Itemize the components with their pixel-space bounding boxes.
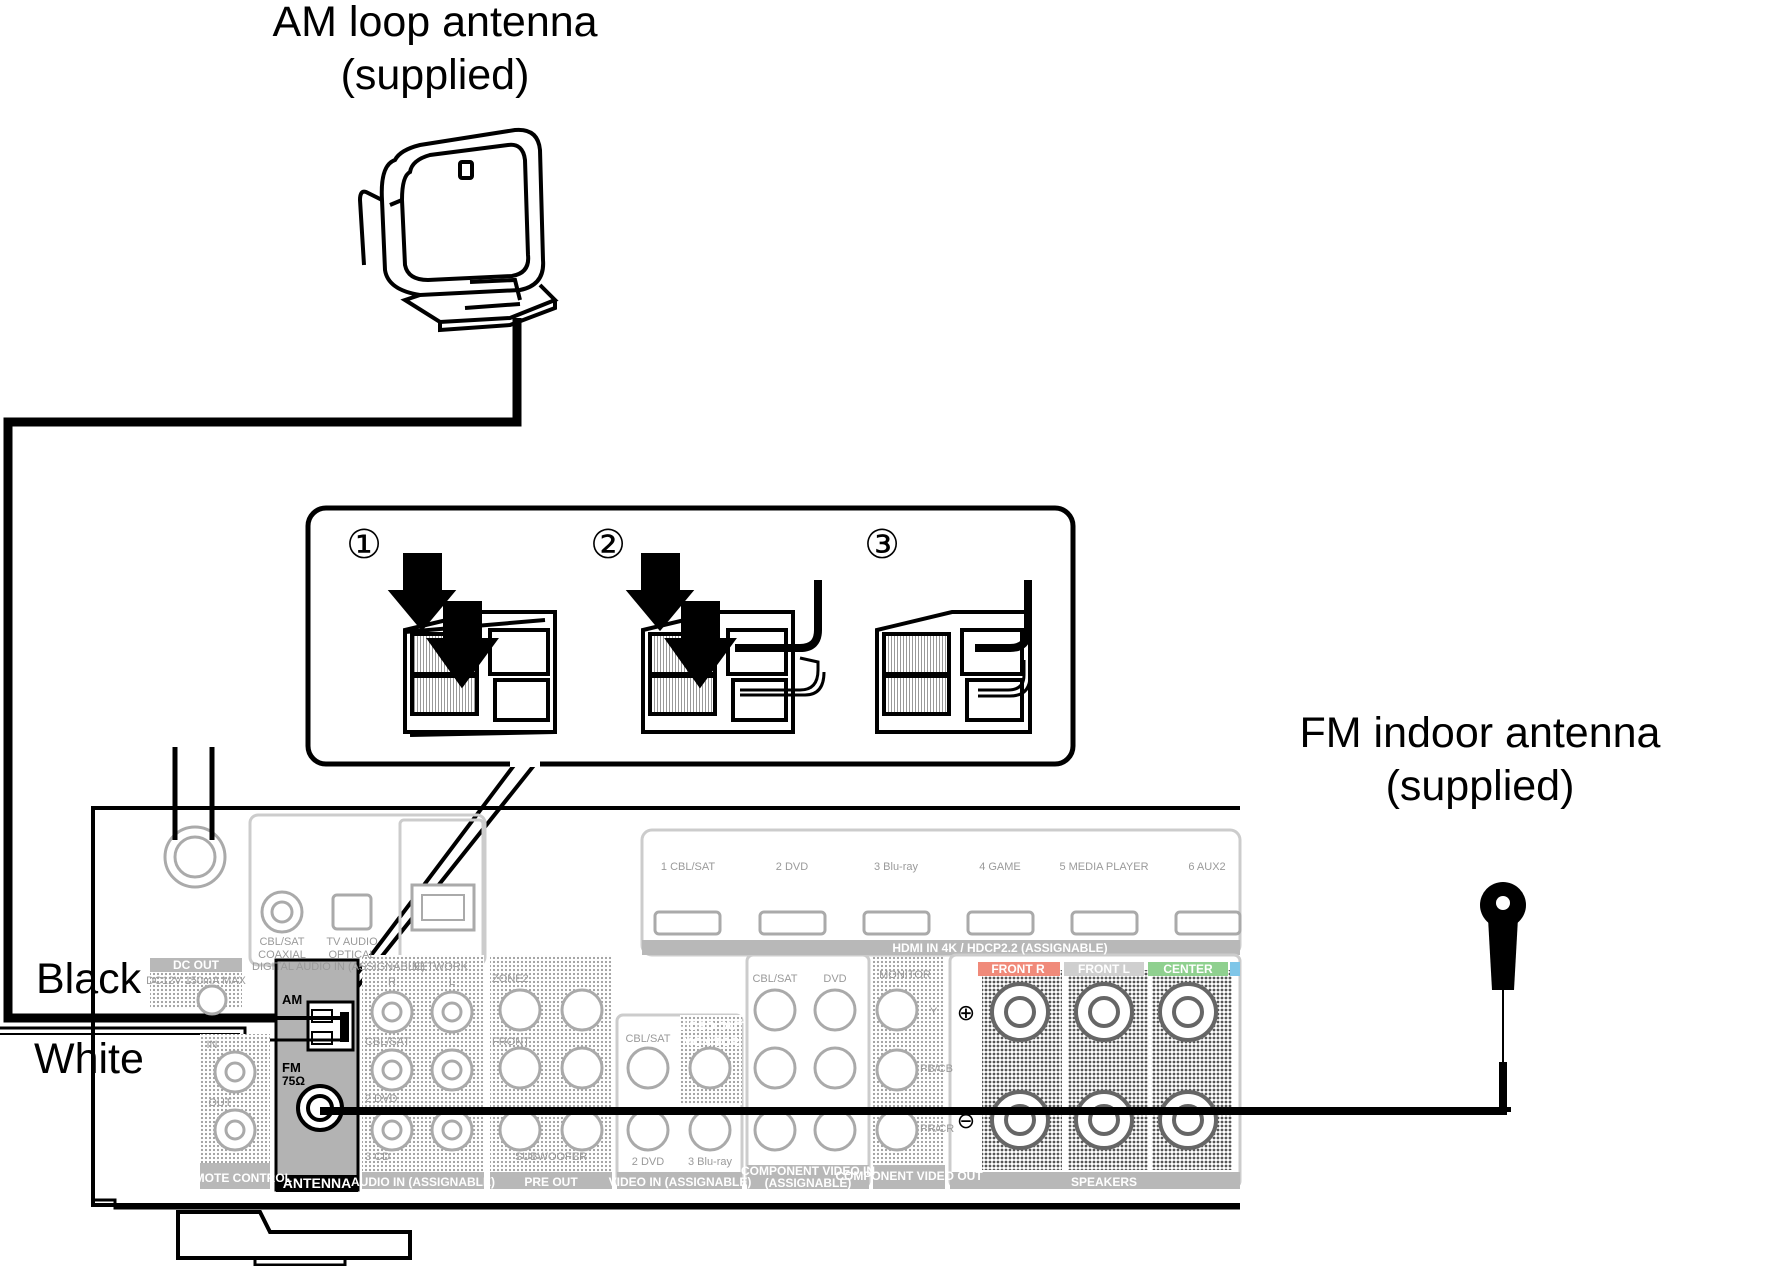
terminal-step-2 <box>625 553 826 734</box>
front-l-speaker-tag <box>1064 962 1144 976</box>
audio-r-label: R <box>388 976 396 988</box>
dc-spec-label: DC12V 150mA MAX <box>146 975 246 987</box>
fm-terminal-label: FM <box>282 1060 301 1075</box>
component-dvd-label: DVD <box>823 973 846 985</box>
antenna-section-label: ANTENNA <box>283 1175 351 1191</box>
audio-cbl-label: CBL/SAT <box>365 1036 410 1048</box>
svg-text:⊕: ⊕ <box>957 1000 975 1025</box>
optical-label: OPTICAL <box>328 949 375 961</box>
fm-antenna-cable <box>320 1107 1511 1115</box>
component-video-in-label: COMPONENT VIDEO IN <box>741 1164 875 1178</box>
video-monitor-label: MONITOR <box>683 1035 740 1049</box>
am-antenna-label: AM loop antenna <box>272 0 597 46</box>
component-y-label: Y <box>930 1006 938 1018</box>
am-loop-antenna <box>357 127 559 333</box>
hdmi-input-3-label: 3 Blu-ray <box>874 861 919 873</box>
terminal-step-3 <box>875 580 1032 734</box>
surround-speaker-tag <box>1230 962 1240 976</box>
am-terminal-label: AM <box>282 992 302 1007</box>
subwoofer-label: SUBWOOFER <box>515 1151 587 1163</box>
terminal-step-1 <box>387 553 557 737</box>
component-assignable-label: (ASSIGNABLE) <box>765 1176 852 1190</box>
hdmi-input-1-label: 1 CBL/SAT <box>661 861 715 873</box>
video-bluray-label: 3 Blu-ray <box>688 1156 733 1168</box>
am-antenna-cable <box>3 318 522 1023</box>
video-out-label: VIDEO OUT <box>678 1019 745 1033</box>
component-video-out-label: COMPONENT VIDEO OUT <box>835 1169 983 1183</box>
audio-dvd-label: 2 DVD <box>365 1093 397 1105</box>
network-label: NETWORK <box>412 961 469 973</box>
step-1-marker: ① <box>346 523 382 567</box>
hdmi-input-2-label: 2 DVD <box>776 861 808 873</box>
panel-labels: DC OUT DC12V 150mA MAX IN OUT REMOTE CON… <box>146 861 1225 1191</box>
center-label: CENTER <box>1163 962 1213 976</box>
zone2-label: ZONE2 <box>492 973 529 985</box>
front-r-label: FRONT R <box>991 962 1045 976</box>
center-speaker-tag <box>1148 962 1228 976</box>
hdmi-input-4-label: 4 GAME <box>979 861 1021 873</box>
fm-indoor-antenna <box>1480 882 1526 1112</box>
remote-out-label: OUT <box>208 1097 232 1109</box>
step-3-marker: ③ <box>864 523 900 567</box>
audio-cd-label: 3 CD <box>365 1151 390 1163</box>
component-monitor-label: MONITOR <box>879 969 931 981</box>
front-l-label: FRONT L <box>1078 962 1130 976</box>
audio-l-label: L <box>449 976 455 988</box>
pre-out-label: PRE OUT <box>524 1175 578 1189</box>
digital-audio-in-label: DIGITAL AUDIO IN (ASSIGNABLE) <box>252 961 425 973</box>
optical-source-label: TV AUDIO <box>326 936 378 948</box>
hdmi-input-5-label: 5 MEDIA PLAYER <box>1059 861 1148 873</box>
coaxial-source-label: CBL/SAT <box>259 936 304 948</box>
video-cbl-label: CBL/SAT <box>625 1033 670 1045</box>
step-2-marker: ② <box>590 523 626 567</box>
remote-in-label: IN <box>207 1039 218 1051</box>
fm-antenna-label: FM indoor antenna <box>1300 709 1661 757</box>
coaxial-label: COAXIAL <box>258 949 306 961</box>
front-r-speaker-tag <box>978 962 1060 976</box>
fm-antenna-supplied-label: (supplied) <box>1386 762 1575 810</box>
hdmi-in-label: HDMI IN 4K / HDCP2.2 (ASSIGNABLE) <box>892 941 1107 955</box>
component-pb-label: PB/CB <box>920 1063 953 1075</box>
video-dvd-label: 2 DVD <box>632 1156 664 1168</box>
component-cbl-label: CBL/SAT <box>752 973 797 985</box>
am-antenna-supplied-label: (supplied) <box>341 51 530 99</box>
component-pr-label: PR/CR <box>920 1123 954 1135</box>
video-in-label: VIDEO IN (ASSIGNABLE) <box>609 1175 752 1189</box>
receiver-rear-panel: ⊕ ⊖ <box>91 747 1242 1266</box>
pre-out-front-label: FRONT <box>492 1036 530 1048</box>
remote-control-label: REMOTE CONTROL <box>178 1171 292 1185</box>
audio-in-label: AUDIO IN (ASSIGNABLE) <box>351 1175 495 1189</box>
dc-out-label: DC OUT <box>173 958 220 972</box>
black-wire-label: Black <box>36 955 142 1003</box>
white-wire-label: White <box>34 1035 144 1083</box>
fm-ohm-label: 75Ω <box>282 1074 305 1088</box>
hdmi-input-6-label: 6 AUX2 <box>1188 861 1225 873</box>
speakers-label: SPEAKERS <box>1071 1175 1137 1189</box>
